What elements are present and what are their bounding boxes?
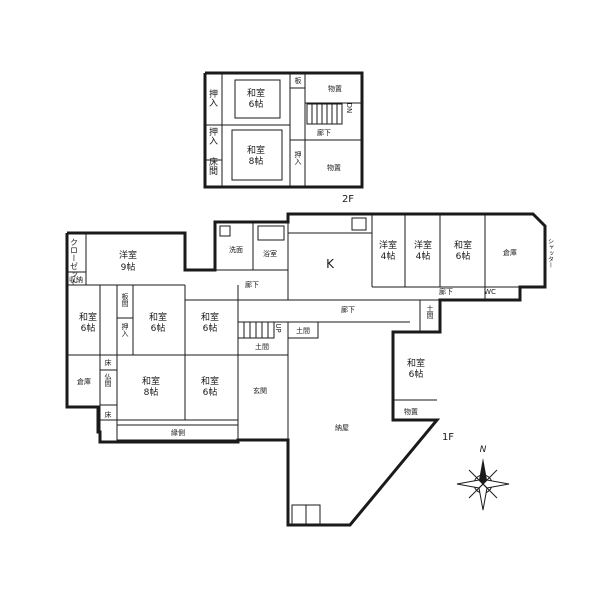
label-washitsu6e-size: 6帖 — [456, 250, 471, 262]
label-doma-b: 土間 — [255, 342, 269, 351]
label-washitsu6w-name: 和室 — [79, 311, 97, 323]
label-rouka-b: 廊下 — [341, 305, 355, 314]
label-rouka-a: 廊下 — [245, 280, 259, 289]
label-washitsu6m1-name: 和室 — [149, 311, 167, 323]
label-youshitsu4a-name: 洋室 — [379, 239, 397, 251]
label-2f-monooki-b: 物置 — [327, 163, 341, 172]
label-2f-washitsu6-size: 6帖 — [249, 98, 264, 110]
label-washitsu6se-name: 和室 — [407, 357, 425, 369]
label-up: UP — [274, 323, 282, 332]
label-closet: クローゼット — [70, 238, 79, 286]
label-yokushitsu: 浴室 — [263, 249, 277, 258]
label-doma-a: 土間 — [296, 326, 310, 335]
label-washitsu6e-name: 和室 — [454, 239, 472, 251]
label-washitsu6m2-size: 6帖 — [203, 322, 218, 334]
floor-label-2f: 2F — [342, 194, 354, 205]
label-2f-dn: DN — [345, 103, 353, 114]
label-washitsu6m1-size: 6帖 — [151, 322, 166, 334]
label-genkan: 玄関 — [253, 386, 267, 395]
label-youshitsu4a-size: 4帖 — [381, 250, 396, 262]
compass-north-label: N — [480, 445, 487, 455]
label-2f-oshiire-b: 押入 — [207, 126, 218, 145]
compass-icon: N — [456, 445, 510, 511]
label-oshiire: 押入 — [121, 322, 129, 337]
label-2f-washitsu6-name: 和室 — [247, 87, 265, 99]
label-2f-monooki-a: 物置 — [328, 84, 342, 93]
label-youshitsu9-size: 9帖 — [121, 261, 136, 273]
label-washitsu6s-name: 和室 — [201, 375, 219, 387]
label-2f-tokonoma: 床間 — [207, 156, 218, 176]
label-washitsu6m2-name: 和室 — [201, 311, 219, 323]
label-youshitsu9-name: 洋室 — [119, 249, 137, 261]
label-wc: WC — [484, 288, 496, 296]
label-washitsu6se-size: 6帖 — [409, 368, 424, 380]
label-shutter: シャッター — [547, 238, 554, 268]
label-senmen: 洗面 — [229, 245, 243, 254]
floor-1f: 洋室 9帖 クローゼット 収納 洗面 浴室 K 洋室 4帖 洋室 4帖 和室 6… — [65, 212, 554, 527]
label-youshitsu4b-size: 4帖 — [416, 250, 431, 262]
label-2f-ita: 板 — [295, 76, 302, 85]
label-2f-washitsu8-size: 8帖 — [249, 155, 264, 167]
label-washitsu6w-size: 6帖 — [81, 322, 96, 334]
label-2f-oshiire-a: 押入 — [207, 88, 218, 107]
label-washitsu6s-size: 6帖 — [203, 386, 218, 398]
label-kitchen: K — [326, 257, 335, 271]
label-2f-washitsu8-name: 和室 — [247, 144, 265, 156]
label-shuno: 収納 — [69, 275, 83, 284]
label-souko-w: 倉庫 — [77, 377, 91, 386]
label-rouka-c: 廊下 — [439, 287, 453, 296]
floor-label-1f: 1F — [442, 432, 454, 443]
label-butsuma: 仏間 — [104, 373, 112, 388]
label-washitsu8s-name: 和室 — [142, 375, 160, 387]
floor-2f: 押入 押入 床間 和室 6帖 和室 8帖 板 物置 廊下 押入 物置 DN 2F — [203, 71, 364, 205]
label-washitsu8s-size: 8帖 — [144, 386, 159, 398]
label-toko-a: 床 — [105, 358, 112, 367]
label-toko-b: 床 — [105, 410, 112, 419]
label-monooki: 物置 — [404, 407, 418, 416]
label-doma-c: 土間 — [426, 304, 434, 320]
label-2f-oshiire-c: 押入 — [294, 150, 302, 165]
label-2f-rouka: 廊下 — [317, 128, 331, 137]
label-itama: 板間 — [121, 292, 129, 308]
label-youshitsu4b-name: 洋室 — [414, 239, 432, 251]
label-engawa: 縁側 — [171, 428, 185, 437]
label-souko-e: 倉庫 — [503, 248, 517, 257]
label-nandou: 納屋 — [335, 423, 349, 432]
